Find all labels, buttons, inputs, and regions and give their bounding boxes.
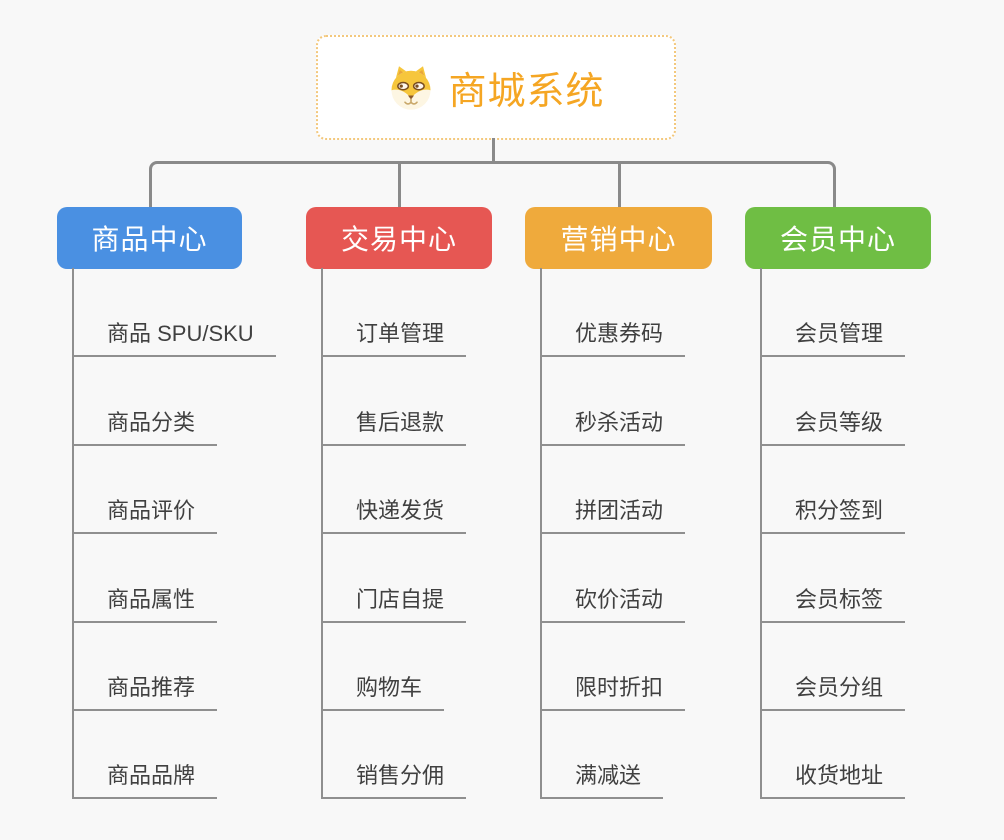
leaf-node[interactable]: 会员标签: [760, 534, 906, 623]
leaf-node[interactable]: 会员分组: [760, 623, 906, 711]
branch-children-trade-center: 订单管理 售后退款 快递发货 门店自提 购物车 销售分佣: [321, 269, 467, 800]
leaf-node[interactable]: 满减送: [540, 711, 664, 800]
branch-node-member-center[interactable]: 会员中心: [745, 207, 931, 269]
leaf-node[interactable]: 优惠券码: [540, 269, 686, 358]
root-node-label: 商城系统: [448, 71, 605, 113]
leaf-node[interactable]: 订单管理: [321, 269, 467, 358]
connector-drop-trade: [398, 163, 401, 207]
branch-node-product-center[interactable]: 商品中心: [57, 207, 242, 269]
leaf-node[interactable]: 拼团活动: [540, 446, 686, 535]
branch-children-marketing-center: 优惠券码 秒杀活动 拼团活动 砍价活动 限时折扣 满减送: [540, 269, 686, 800]
leaf-node[interactable]: 积分签到: [760, 446, 906, 535]
leaf-node[interactable]: 商品评价: [72, 446, 218, 535]
root-node[interactable]: 商城系统: [316, 35, 676, 140]
leaf-node[interactable]: 限时折扣: [540, 623, 686, 711]
leaf-node[interactable]: 砍价活动: [540, 534, 686, 623]
leaf-node[interactable]: 门店自提: [321, 534, 467, 623]
leaf-node[interactable]: 商品 SPU/SKU: [72, 269, 276, 358]
branch-node-marketing-center[interactable]: 营销中心: [525, 207, 712, 269]
leaf-node[interactable]: 商品品牌: [72, 711, 218, 800]
connector-root-stem: [492, 138, 495, 162]
leaf-node[interactable]: 快递发货: [321, 446, 467, 535]
branch-node-trade-center[interactable]: 交易中心: [306, 207, 492, 269]
leaf-node[interactable]: 售后退款: [321, 357, 467, 446]
dog-face-icon: [391, 65, 431, 110]
connector-drop-marketing: [618, 163, 621, 207]
connector-bus: [149, 161, 836, 207]
leaf-node[interactable]: 销售分佣: [321, 711, 467, 800]
branch-children-member-center: 会员管理 会员等级 积分签到 会员标签 会员分组 收货地址: [760, 269, 906, 800]
branch-label: 会员中心: [779, 224, 896, 255]
leaf-node[interactable]: 会员等级: [760, 357, 906, 446]
leaf-node[interactable]: 会员管理: [760, 269, 906, 358]
branch-children-product-center: 商品 SPU/SKU 商品分类 商品评价 商品属性 商品推荐 商品品牌: [72, 269, 276, 800]
branch-label: 交易中心: [340, 224, 457, 255]
leaf-node[interactable]: 商品属性: [72, 534, 218, 623]
leaf-node[interactable]: 商品分类: [72, 357, 218, 446]
leaf-node[interactable]: 秒杀活动: [540, 357, 686, 446]
leaf-node[interactable]: 收货地址: [760, 711, 906, 800]
leaf-node[interactable]: 商品推荐: [72, 623, 218, 711]
leaf-node[interactable]: 购物车: [321, 623, 445, 711]
branch-label: 商品中心: [91, 224, 208, 255]
branch-label: 营销中心: [560, 224, 677, 255]
